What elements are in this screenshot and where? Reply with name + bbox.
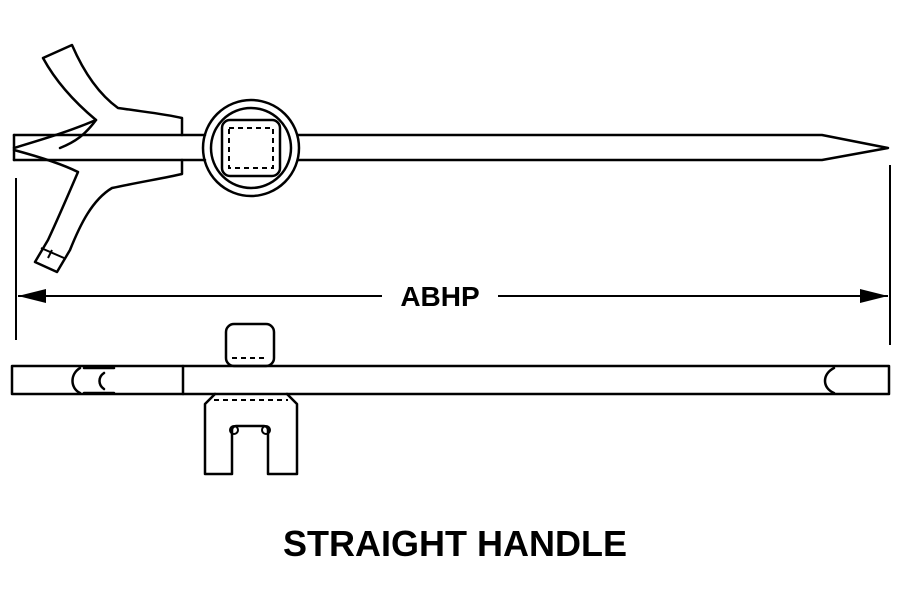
arrowhead-right bbox=[860, 289, 888, 303]
square-drive-hidden bbox=[228, 127, 274, 169]
square-drive bbox=[220, 118, 282, 178]
socket-collar-inner bbox=[209, 106, 293, 190]
left-end-arc bbox=[71, 366, 82, 395]
right-end-arc bbox=[823, 366, 836, 395]
side-view-bar bbox=[10, 364, 891, 396]
top-view-bar bbox=[12, 133, 890, 162]
side-view bbox=[10, 322, 891, 476]
left-end-clip bbox=[82, 366, 116, 395]
side-socket-fork bbox=[203, 392, 299, 476]
top-view bbox=[12, 43, 890, 274]
dimension-abhp: ABHP bbox=[15, 165, 891, 345]
fork-hole-left bbox=[229, 425, 239, 435]
side-drive-block bbox=[224, 322, 276, 368]
lower-prong-tips bbox=[40, 247, 65, 259]
upper-prong bbox=[12, 43, 184, 150]
arrowhead-left bbox=[18, 289, 46, 303]
fork-hole-right bbox=[261, 425, 271, 435]
upper-prong-inner bbox=[58, 118, 98, 150]
caption: STRAIGHT HANDLE bbox=[283, 523, 627, 564]
dimension-label: ABHP bbox=[400, 281, 479, 312]
socket-collar-outer bbox=[201, 98, 301, 198]
lower-prong bbox=[12, 148, 184, 274]
